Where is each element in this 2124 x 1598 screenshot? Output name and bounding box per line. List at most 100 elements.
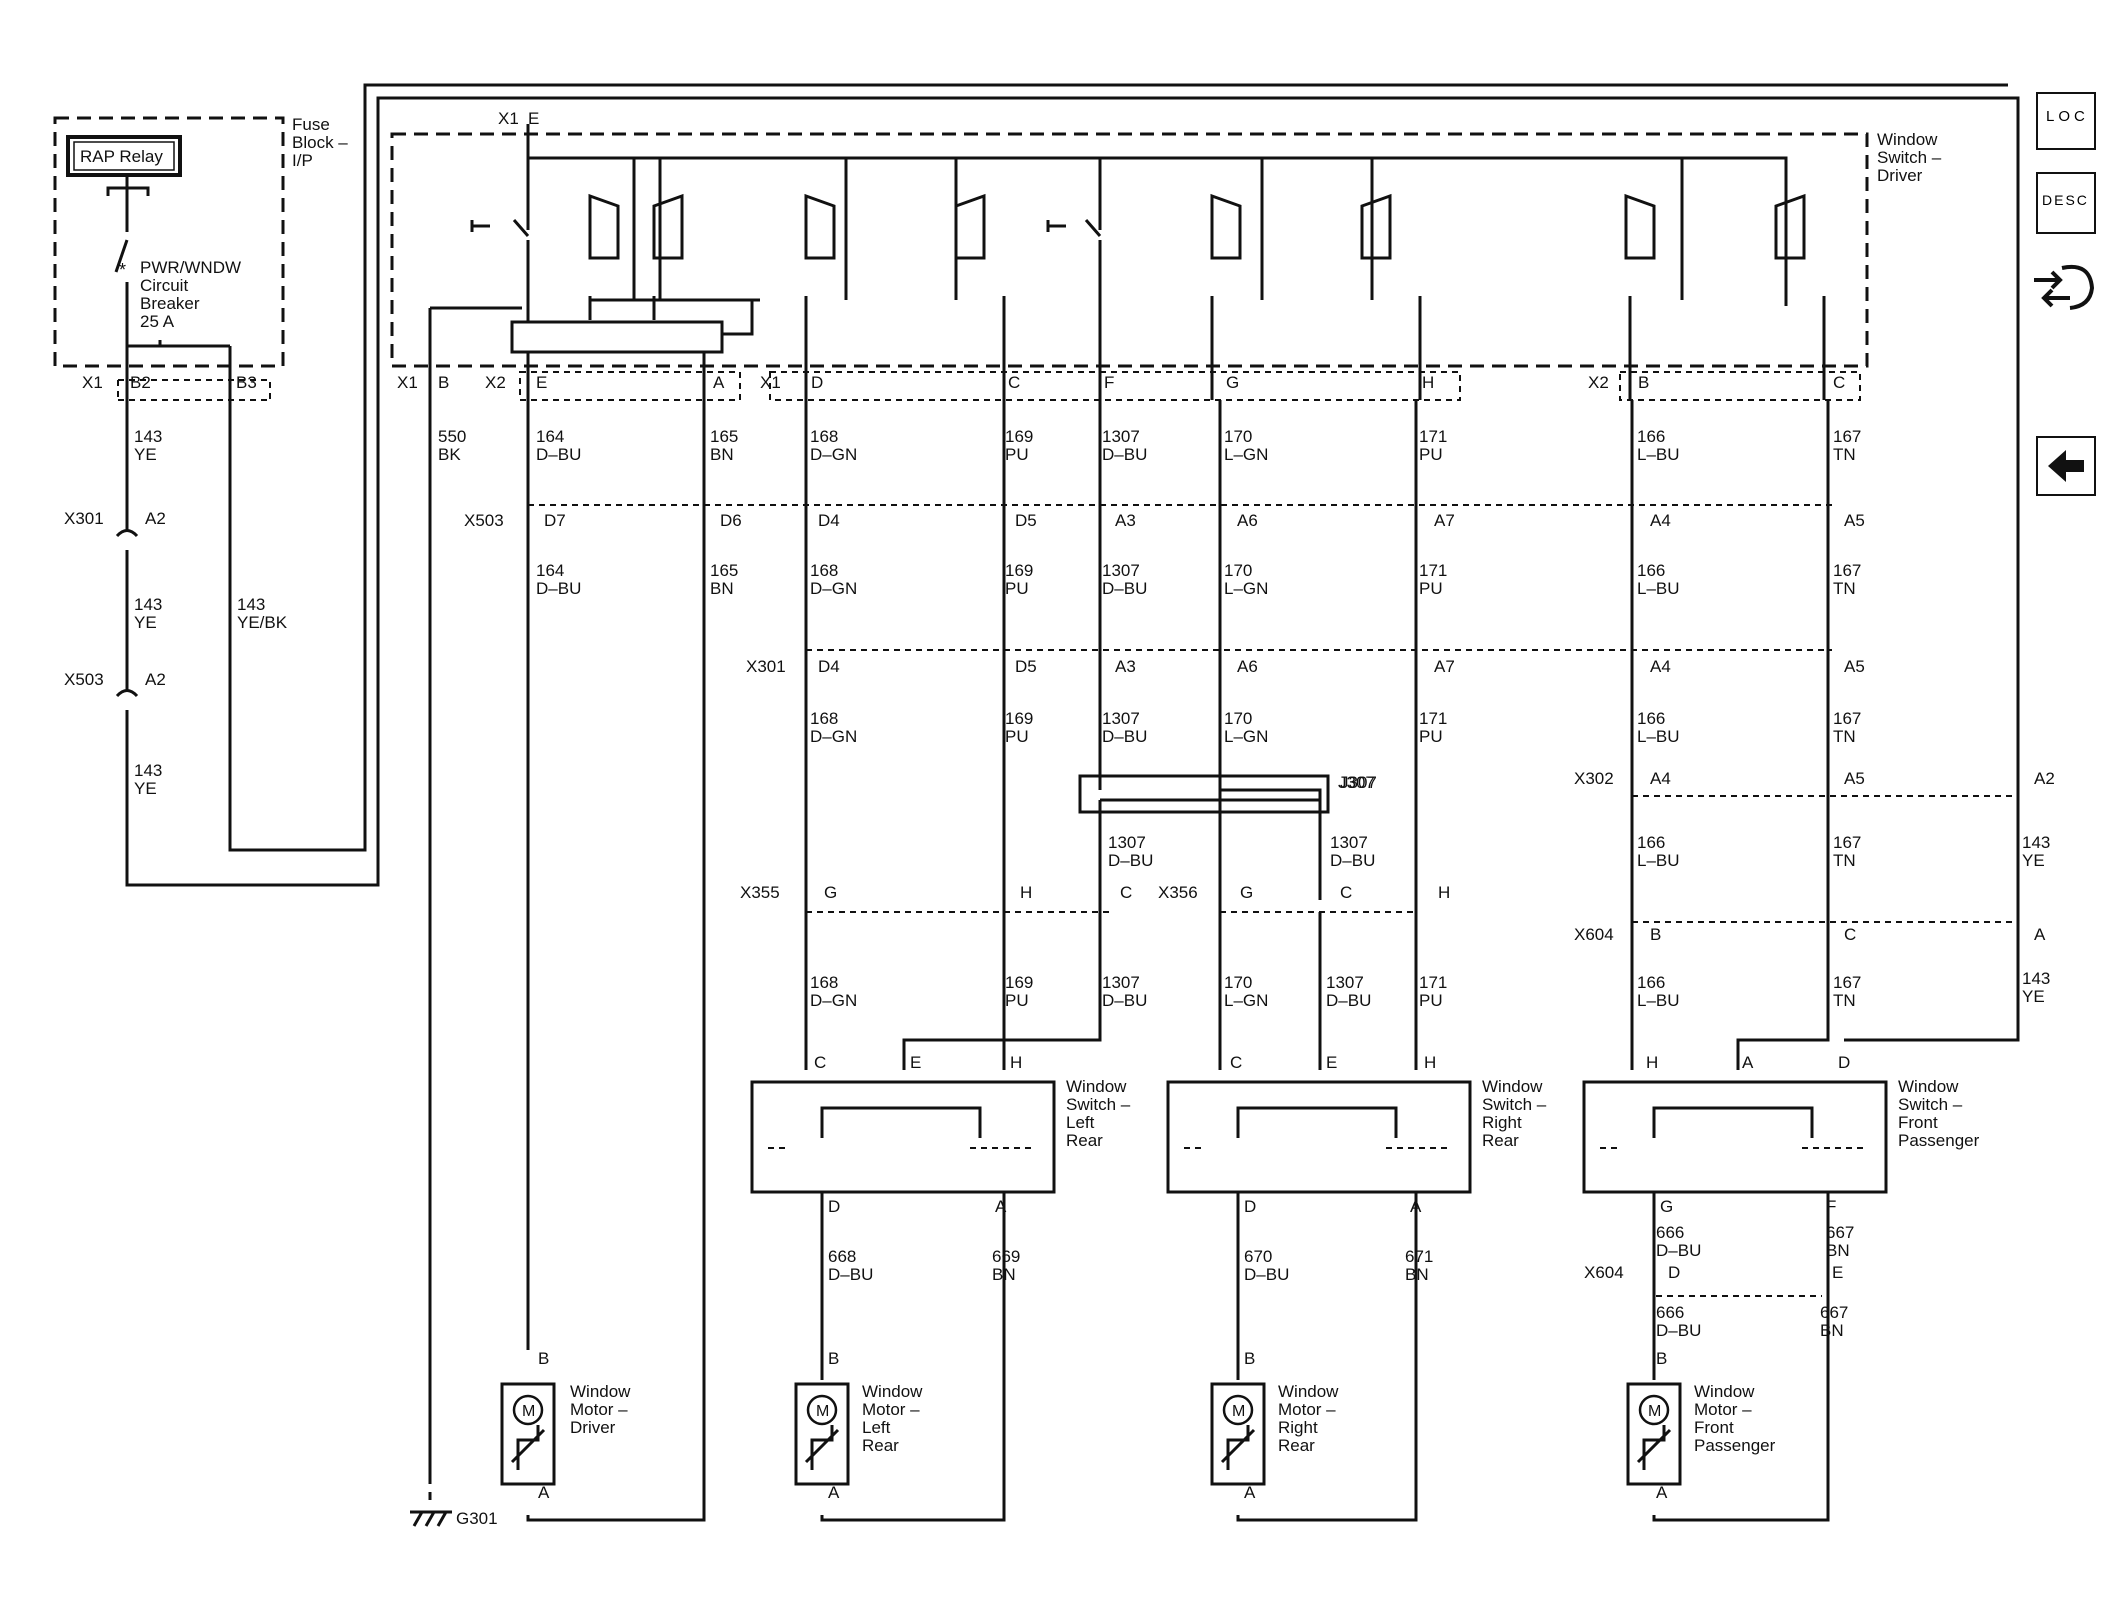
diagram-label: YE/BK — [237, 613, 288, 632]
switch-right-rear-l4: Rear — [1482, 1131, 1519, 1150]
diagram-label: A — [1656, 1483, 1668, 1502]
diagram-label: A2 — [145, 509, 166, 528]
motor-right-rear-l4: Rear — [1278, 1436, 1315, 1455]
diagram-label: 166 — [1637, 427, 1665, 446]
diagram-label: A7 — [1434, 511, 1455, 530]
diagram-label: X1 — [760, 373, 781, 392]
diagram-label: F — [1826, 1197, 1836, 1216]
diagram-label: 169 — [1005, 561, 1033, 580]
diagram-label: D–GN — [810, 727, 857, 746]
diagram-label: YE — [134, 779, 157, 798]
switch-left-rear — [750, 1080, 1056, 1194]
diagram-label: 164 — [536, 427, 564, 446]
diagram-label: PU — [1005, 991, 1029, 1010]
diagram-label: 167 — [1833, 427, 1861, 446]
motor-driver-l3: Driver — [570, 1418, 616, 1437]
diagram-label: B — [538, 1349, 549, 1368]
switch-front-passenger — [1582, 1080, 1888, 1194]
diagram-label: A — [828, 1483, 840, 1502]
diagram-label: H — [1438, 883, 1450, 902]
diagram-label: BN — [992, 1265, 1016, 1284]
diagram-label: H — [1424, 1053, 1436, 1072]
diagram-label: 167 — [1833, 833, 1861, 852]
motor-front-pass-l3: Front — [1694, 1418, 1734, 1437]
connector-tool-glyph — [2034, 265, 2095, 310]
diagram-label: X503 — [64, 670, 104, 689]
diagram-label: X301 — [64, 509, 104, 528]
diagram-label: X1 — [498, 109, 519, 128]
diagram-label: B — [1244, 1349, 1255, 1368]
diagram-label: 171 — [1419, 973, 1447, 992]
diagram-label: 143 — [134, 595, 162, 614]
loc-icon[interactable]: LOC — [2036, 92, 2096, 150]
diagram-label: L–GN — [1224, 579, 1268, 598]
diagram-label: 171 — [1419, 427, 1447, 446]
diagram-label: X355 — [740, 883, 780, 902]
diagram-label: H — [1646, 1053, 1658, 1072]
driver-switch-contacts — [588, 193, 1806, 260]
diagram-label: A4 — [1650, 657, 1671, 676]
diagram-label: F — [1104, 373, 1114, 392]
motor-driver-l1: Window — [570, 1382, 631, 1401]
fuse-block-l2: Block – — [292, 133, 348, 152]
diagram-label: X302 — [1574, 769, 1614, 788]
diagram-label: A — [713, 373, 725, 392]
diagram-label: 169 — [1005, 427, 1033, 446]
diagram-label: D–BU — [828, 1265, 873, 1284]
diagram-label: L–GN — [1224, 991, 1268, 1010]
diagram-label: X1 — [82, 373, 103, 392]
diagram-label: 1307 — [1102, 973, 1140, 992]
diagram-label: C — [1833, 373, 1845, 392]
diagram-label: A4 — [1650, 511, 1671, 530]
switch-left-rear-l4: Rear — [1066, 1131, 1103, 1150]
rap-relay-box — [66, 135, 182, 177]
diagram-label: C — [1120, 883, 1132, 902]
diagram-label: X2 — [485, 373, 506, 392]
diagram-label: BK — [438, 445, 461, 464]
diagram-label: D–GN — [810, 991, 857, 1010]
back-arrow-icon[interactable] — [2036, 436, 2096, 496]
diagram-label: 166 — [1637, 709, 1665, 728]
diagram-label: 170 — [1224, 709, 1252, 728]
diagram-label: PU — [1005, 445, 1029, 464]
diagram-label: E — [1326, 1053, 1337, 1072]
diagram-label: D–BU — [1102, 727, 1147, 746]
desc-icon-text: DESC — [2042, 192, 2089, 208]
diagram-label: E — [910, 1053, 921, 1072]
driver-switch-module — [510, 320, 724, 354]
diagram-label: A3 — [1115, 657, 1136, 676]
diagram-label: 668 — [828, 1247, 856, 1266]
diagram-label: 669 — [992, 1247, 1020, 1266]
desc-icon[interactable]: DESC — [2036, 172, 2096, 234]
diagram-label: A4 — [1650, 769, 1671, 788]
diagram-label: X604 — [1584, 1263, 1624, 1282]
diagram-label: 170 — [1224, 427, 1252, 446]
fuse-block-l1: Fuse — [292, 115, 330, 134]
diagram-label: B — [438, 373, 449, 392]
ground-label: G301 — [456, 1509, 498, 1528]
diagram-label: 169 — [1005, 973, 1033, 992]
harness-wires — [526, 400, 1830, 1522]
diagram-label: BN — [1820, 1321, 1844, 1340]
motor-front-passenger: M — [1626, 1382, 1682, 1486]
motor-right-rear: M — [1210, 1382, 1266, 1486]
diagram-label: D–BU — [1102, 445, 1147, 464]
diagram-label: H — [1010, 1053, 1022, 1072]
connector-tool-icon[interactable] — [2030, 258, 2100, 320]
diagram-label: BN — [1826, 1241, 1850, 1260]
diagram-label: D — [1668, 1263, 1680, 1282]
motor-right-rear-l2: Motor – — [1278, 1400, 1336, 1419]
diagram-label: D — [1244, 1197, 1256, 1216]
diagram-label: A5 — [1844, 511, 1865, 530]
diagram-label: D–GN — [810, 579, 857, 598]
diagram-label: D–BU — [1656, 1241, 1701, 1260]
diagram-label: X2 — [1588, 373, 1609, 392]
switch-front-pass-l3: Front — [1898, 1113, 1938, 1132]
diagram-label: A — [1742, 1053, 1754, 1072]
diagram-label: TN — [1833, 727, 1856, 746]
diagram-label: A — [538, 1483, 550, 1502]
diagram-label: 171 — [1419, 561, 1447, 580]
diagram-label: YE — [2022, 987, 2045, 1006]
